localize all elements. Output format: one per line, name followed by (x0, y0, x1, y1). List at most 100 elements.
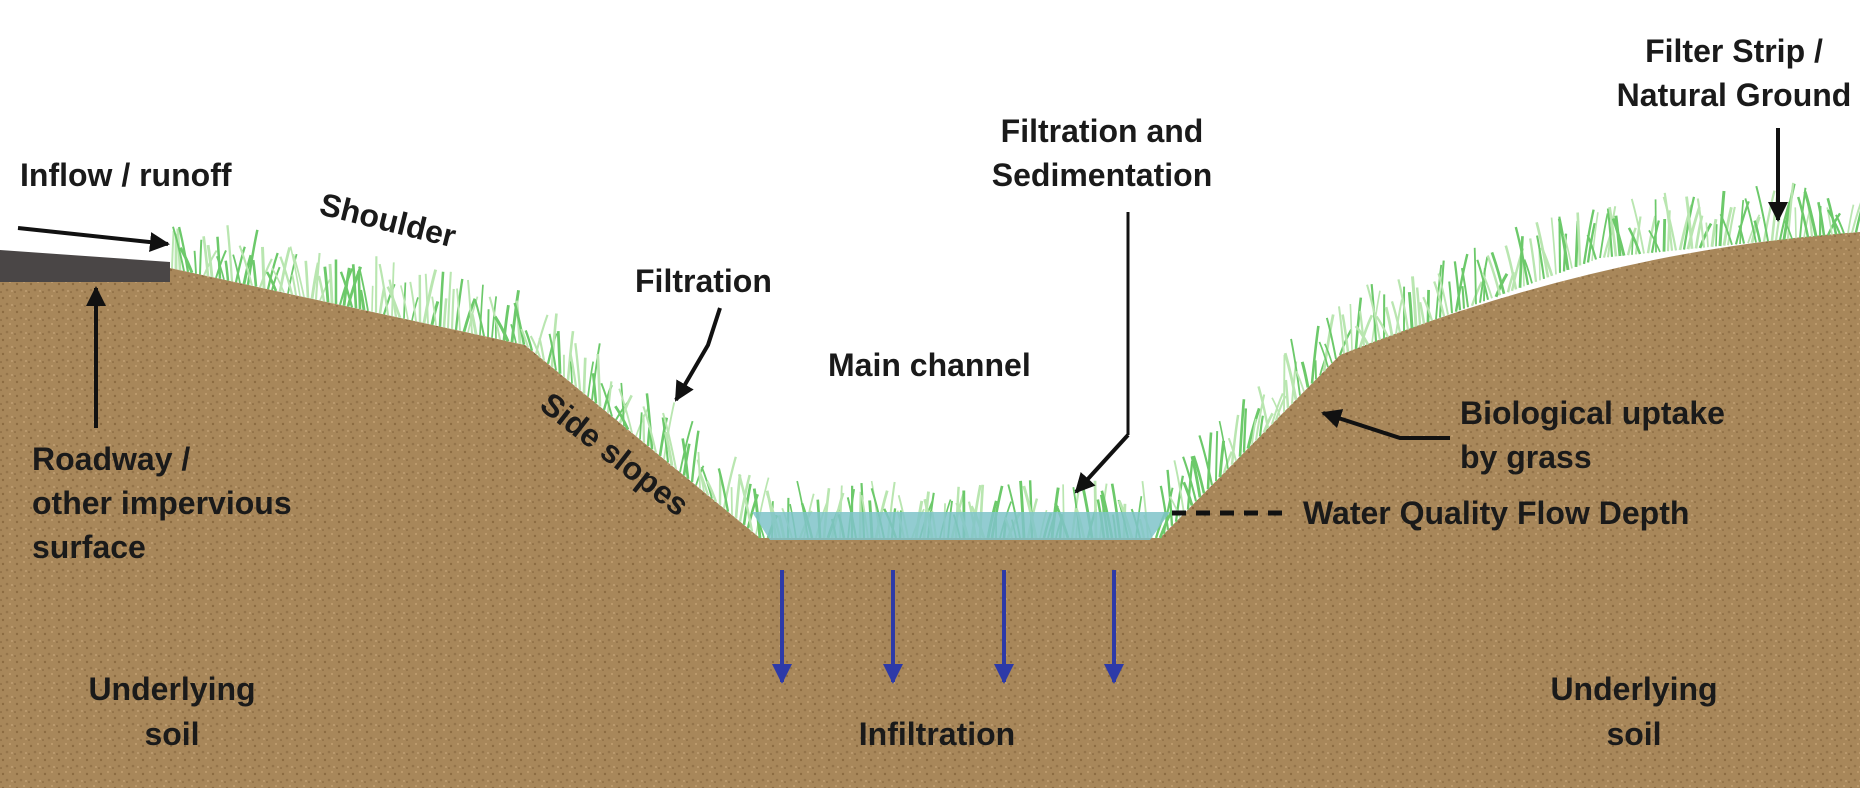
grass-blade (746, 493, 759, 529)
grass-blade (1797, 196, 1810, 238)
grass-blade (1290, 338, 1301, 396)
grass-blade (358, 266, 369, 312)
grass-blade (493, 315, 510, 342)
inflow-arrow-icon (17, 226, 170, 253)
grass-blade (510, 290, 520, 343)
grass-blade (606, 381, 613, 414)
grass-blade (1518, 236, 1524, 288)
grass-blade (216, 236, 222, 279)
grass-blade (314, 252, 321, 300)
grass-blade (265, 271, 278, 292)
biological-uptake-label: by grass (1460, 439, 1592, 475)
grass-blade (1470, 281, 1483, 307)
grass-blade (1744, 198, 1757, 243)
grass-blade (1476, 259, 1490, 301)
grass-blade (1218, 440, 1226, 478)
grass-blade (462, 298, 477, 333)
grass-blade (466, 279, 473, 334)
grass-blade (1710, 218, 1718, 247)
grass-blade (1486, 255, 1502, 296)
grass-vegetation (171, 182, 1860, 539)
grass-blade (1586, 222, 1596, 263)
grass-blade (1719, 213, 1733, 246)
grass-blade (1662, 196, 1678, 251)
grass-blade (1454, 253, 1469, 312)
grass-blade (658, 417, 669, 457)
grass-blade (391, 262, 395, 317)
grass-blade (1627, 227, 1642, 255)
grass-blade (446, 271, 452, 329)
grass-blade (1540, 247, 1554, 277)
grass-blade (690, 430, 700, 483)
grass-blade (456, 288, 461, 331)
grass-blade (1473, 247, 1477, 305)
grass-blade (1271, 397, 1281, 417)
grass-blade (424, 273, 429, 324)
grass-blade (1738, 225, 1746, 244)
grass-blade (734, 474, 742, 519)
grass-blade (1786, 182, 1795, 240)
grass-blade (698, 470, 710, 496)
roadway-label: other impervious (32, 485, 292, 521)
grass-blade (679, 420, 694, 473)
grass-blade (1536, 235, 1546, 280)
shoulder-label: Shoulder (316, 186, 459, 254)
grass-blade (422, 269, 438, 324)
grass-blade (1591, 212, 1599, 262)
grass-blade (1218, 420, 1229, 469)
grass-blade (1238, 399, 1246, 457)
grass-blade (1251, 418, 1257, 445)
grass-blade (1753, 220, 1762, 243)
grass-blade (431, 296, 437, 326)
grass-blade (319, 279, 331, 301)
grass-blade (224, 260, 230, 281)
grass-blade (287, 253, 298, 294)
grass-blade (359, 289, 366, 311)
water-quality-flow-depth-label: Water Quality Flow Depth (1303, 495, 1689, 531)
grass-blade (1482, 273, 1493, 299)
grass-blade (1192, 455, 1206, 494)
grass-blade (1284, 379, 1290, 408)
grass-blade (582, 357, 587, 394)
grass-blade (1163, 487, 1174, 535)
grass-blade (1437, 273, 1449, 315)
grass-blade (520, 328, 529, 348)
grass-blade (614, 405, 630, 431)
grass-blade (1337, 306, 1346, 354)
underlying-soil-left-label: Underlying (88, 671, 255, 707)
grass-blade (1461, 286, 1466, 309)
grass-blade (1490, 251, 1506, 295)
grass-blade (587, 361, 595, 397)
grass-blade (1426, 289, 1430, 323)
grass-blade (171, 230, 175, 269)
grass-blade (1198, 435, 1214, 486)
grass-blade (1726, 206, 1736, 246)
grass-blade (172, 226, 185, 272)
grass-blade (596, 353, 602, 407)
grass-blade (357, 271, 362, 310)
grass-blade (467, 296, 479, 333)
grass-blade (1696, 198, 1706, 248)
grass-blade (1576, 212, 1582, 266)
grass-blade (1504, 245, 1518, 290)
grass-blade (1715, 224, 1718, 247)
grass-blade (339, 271, 354, 308)
grass-blade (752, 488, 762, 539)
grass-blade (1310, 325, 1320, 384)
grass-blade (722, 456, 737, 509)
grass-blade (1324, 343, 1333, 364)
roadway-label: surface (32, 529, 146, 565)
grass-blade (1182, 481, 1194, 506)
grass-blade (1295, 370, 1305, 392)
grass-blade (442, 298, 448, 328)
grass-blade (1190, 455, 1202, 498)
grass-blade (488, 296, 501, 340)
grass-blade (569, 361, 573, 384)
grass-blade (1606, 208, 1614, 257)
grass-blade (1435, 264, 1443, 320)
biological-uptake-label: Biological uptake (1460, 395, 1725, 431)
grass-blade (450, 288, 455, 330)
grass-blade (681, 438, 690, 480)
grass-blade (1460, 267, 1469, 308)
grass-blade (1230, 414, 1240, 465)
